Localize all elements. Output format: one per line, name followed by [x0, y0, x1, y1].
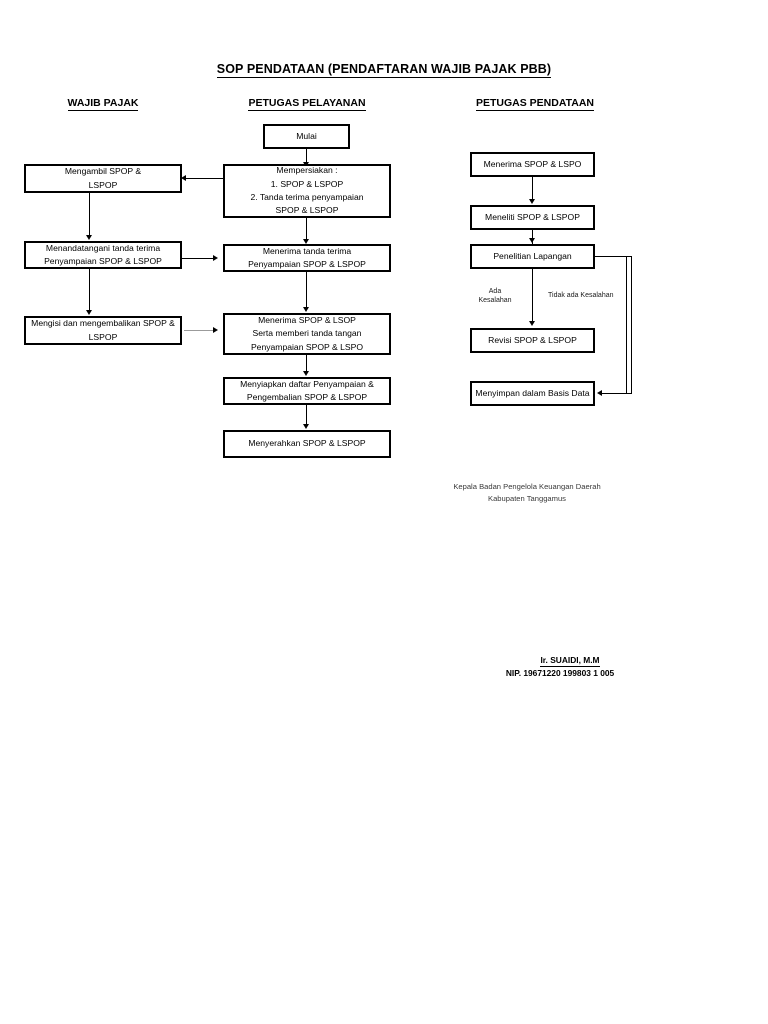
node-mempersiapkan-line-3: SPOP & LSPOP [275, 205, 339, 216]
column-header-petugas-pelayanan: PETUGAS PELAYANAN [223, 97, 391, 111]
node-mempersiapkan-line-2: 2. Tanda terima penyampaian [250, 192, 364, 202]
connector-penelitian-loop-bottom [602, 393, 632, 394]
connector-penelitian-loop-right-inner [626, 256, 627, 394]
node-menerima-tanda-terima: Menerima tanda terima Penyampaian SPOP &… [223, 244, 391, 272]
node-mempersiapkan-line-1: 1. SPOP & LSPOP [270, 178, 344, 189]
connector-menerima-lspo-to-meneliti [532, 177, 533, 202]
node-meneliti-spop-line-0: Meneliti SPOP & LSPOP [485, 211, 580, 222]
node-menyiapkan-daftar-line-1: Pengembalian SPOP & LSPOP [246, 392, 368, 402]
node-mengambil-spop: Mengambil SPOP & LSPOP [24, 164, 182, 193]
arrowhead-menandatangani-to-mengisi [86, 310, 92, 315]
node-mengisi-mengembalikan-line-1: LSPOP [88, 331, 118, 342]
node-menyiapkan-daftar: Menyiapkan daftar Penyampaian & Pengemba… [223, 377, 391, 405]
arrowhead-mempersiapkan-to-mengambil [181, 174, 186, 181]
node-mengambil-spop-line-1: LSPOP [88, 179, 118, 190]
node-menyimpan-basis-data-line-0: Menyimpan dalam Basis Data [475, 387, 590, 398]
arrowhead-loop-to-menyimpan [597, 389, 602, 396]
connector-mulai-to-mempersiapkan [306, 149, 307, 164]
arrowhead-menandatangani-to-menerima-tanda [213, 254, 218, 261]
node-revisi-spop-line-0: Revisi SPOP & LSPOP [488, 334, 577, 345]
node-revisi-spop: Revisi SPOP & LSPOP [470, 328, 595, 353]
signature-nip: NIP. 19671220 199803 1 005 [505, 668, 615, 678]
node-mengambil-spop-line-0: Mengambil SPOP & [64, 166, 142, 177]
connector-menandatangani-to-mengisi [89, 269, 90, 313]
node-penelitian-lapangan: Penelitian Lapangan [470, 244, 595, 269]
node-menyerahkan: Menyerahkan SPOP & LSPOP [223, 430, 391, 458]
page-title-text: SOP PENDATAAN (PENDAFTARAN WAJIB PAJAK P… [216, 62, 552, 78]
column-header-petugas-pendataan: PETUGAS PENDATAAN [456, 97, 614, 111]
connector-meneliti-to-penelitian [532, 230, 533, 244]
signature-heading-line-1: Kepala Badan Pengelola Keuangan Daerah [453, 482, 601, 491]
node-mempersiapkan-line-0: Mempersiakan : [276, 165, 338, 176]
node-menyiapkan-daftar-line-0: Menyiapkan daftar Penyampaian & [240, 378, 374, 389]
connector-menandatangani-to-menerima-tanda [182, 258, 214, 259]
branch-label-tidak-ada-kesalahan: Tidak ada Kesalahan [548, 292, 614, 299]
signature-heading: Kepala Badan Pengelola Keuangan Daerah K… [398, 481, 656, 505]
column-header-petugas-pendataan-text: PETUGAS PENDATAAN [475, 97, 595, 111]
connector-mengisi-to-menerima-serta [184, 330, 214, 331]
branch-label-ada-kesalahan: Ada Kesalahan [478, 288, 512, 305]
connector-menyiapkan-to-menyerahkan [306, 405, 307, 427]
connector-penelitian-loop-right-outer [631, 256, 632, 394]
column-header-petugas-pelayanan-text: PETUGAS PELAYANAN [248, 97, 366, 111]
arrowhead-menyiapkan-to-menyerahkan [303, 424, 309, 429]
connector-mempersiapkan-to-mengambil [186, 178, 223, 179]
connector-menerima-tanda-to-menerima-serta [306, 272, 307, 310]
arrowhead-menerima-lspo-to-meneliti [529, 199, 535, 204]
node-mulai-line-0: Mulai [296, 130, 317, 141]
arrowhead-penelitian-to-revisi [529, 321, 535, 326]
connector-mengambil-to-menandatangani [89, 193, 90, 238]
node-menerima-tanda-terima-line-0: Menerima tanda terima [262, 245, 352, 256]
node-menandatangani: Menandatangani tanda terima Penyampaian … [24, 241, 182, 269]
connector-penelitian-loop-top [595, 256, 632, 257]
node-menerima-serta-memberi: Menerima SPOP & LSOP Serta memberi tanda… [223, 313, 391, 355]
node-mempersiapkan: Mempersiakan : 1. SPOP & LSPOP 2. Tanda … [223, 164, 391, 218]
signature-name-text: Ir. SUAIDI, M.M [540, 655, 600, 667]
node-menerima-tanda-terima-line-1: Penyampaian SPOP & LSPOP [248, 259, 366, 269]
arrowhead-meneliti-to-penelitian [529, 238, 535, 243]
connector-menerima-serta-to-menyiapkan [306, 355, 307, 374]
arrowhead-menerima-serta-to-menyiapkan [303, 371, 309, 376]
node-menandatangani-line-0: Menandatangani tanda terima [45, 242, 161, 253]
node-menerima-serta-memberi-line-0: Menerima SPOP & LSOP [258, 315, 356, 326]
node-menerima-serta-memberi-line-2: Penyampaian SPOP & LSPO [250, 341, 364, 352]
column-header-wajib-pajak: WAJIB PAJAK [24, 97, 182, 111]
node-menyimpan-basis-data: Menyimpan dalam Basis Data [470, 381, 595, 406]
page-title: SOP PENDATAAN (PENDAFTARAN WAJIB PAJAK P… [0, 62, 768, 78]
node-menerima-spop-lspo-line-0: Menerima SPOP & LSPO [483, 158, 582, 169]
arrowhead-mempersiapkan-to-menerima-tanda [303, 239, 309, 244]
arrowhead-mengambil-to-menandatangani [86, 235, 92, 240]
node-meneliti-spop: Meneliti SPOP & LSPOP [470, 205, 595, 230]
arrowhead-mengisi-to-menerima-serta [213, 326, 218, 333]
node-menandatangani-line-1: Penyampaian SPOP & LSPOP [44, 256, 162, 266]
connector-penelitian-to-revisi [532, 269, 533, 324]
column-header-wajib-pajak-text: WAJIB PAJAK [67, 97, 139, 111]
arrowhead-menerima-tanda-to-menerima-serta [303, 307, 309, 312]
node-mengisi-mengembalikan: Mengisi dan mengembalikan SPOP & LSPOP [24, 316, 182, 345]
node-mengisi-mengembalikan-line-0: Mengisi dan mengembalikan SPOP & [31, 318, 175, 329]
signature-heading-line-2: Kabupaten Tanggamus [488, 494, 566, 504]
node-penelitian-lapangan-line-0: Penelitian Lapangan [493, 250, 572, 261]
node-mulai: Mulai [263, 124, 350, 149]
connector-mempersiapkan-to-menerima-tanda [306, 218, 307, 242]
node-menerima-serta-memberi-line-1: Serta memberi tanda tangan [252, 328, 362, 339]
node-menerima-spop-lspo: Menerima SPOP & LSPO [470, 152, 595, 177]
signature-name: Ir. SUAIDI, M.M [450, 655, 690, 667]
node-menyerahkan-line-0: Menyerahkan SPOP & LSPOP [248, 438, 366, 449]
